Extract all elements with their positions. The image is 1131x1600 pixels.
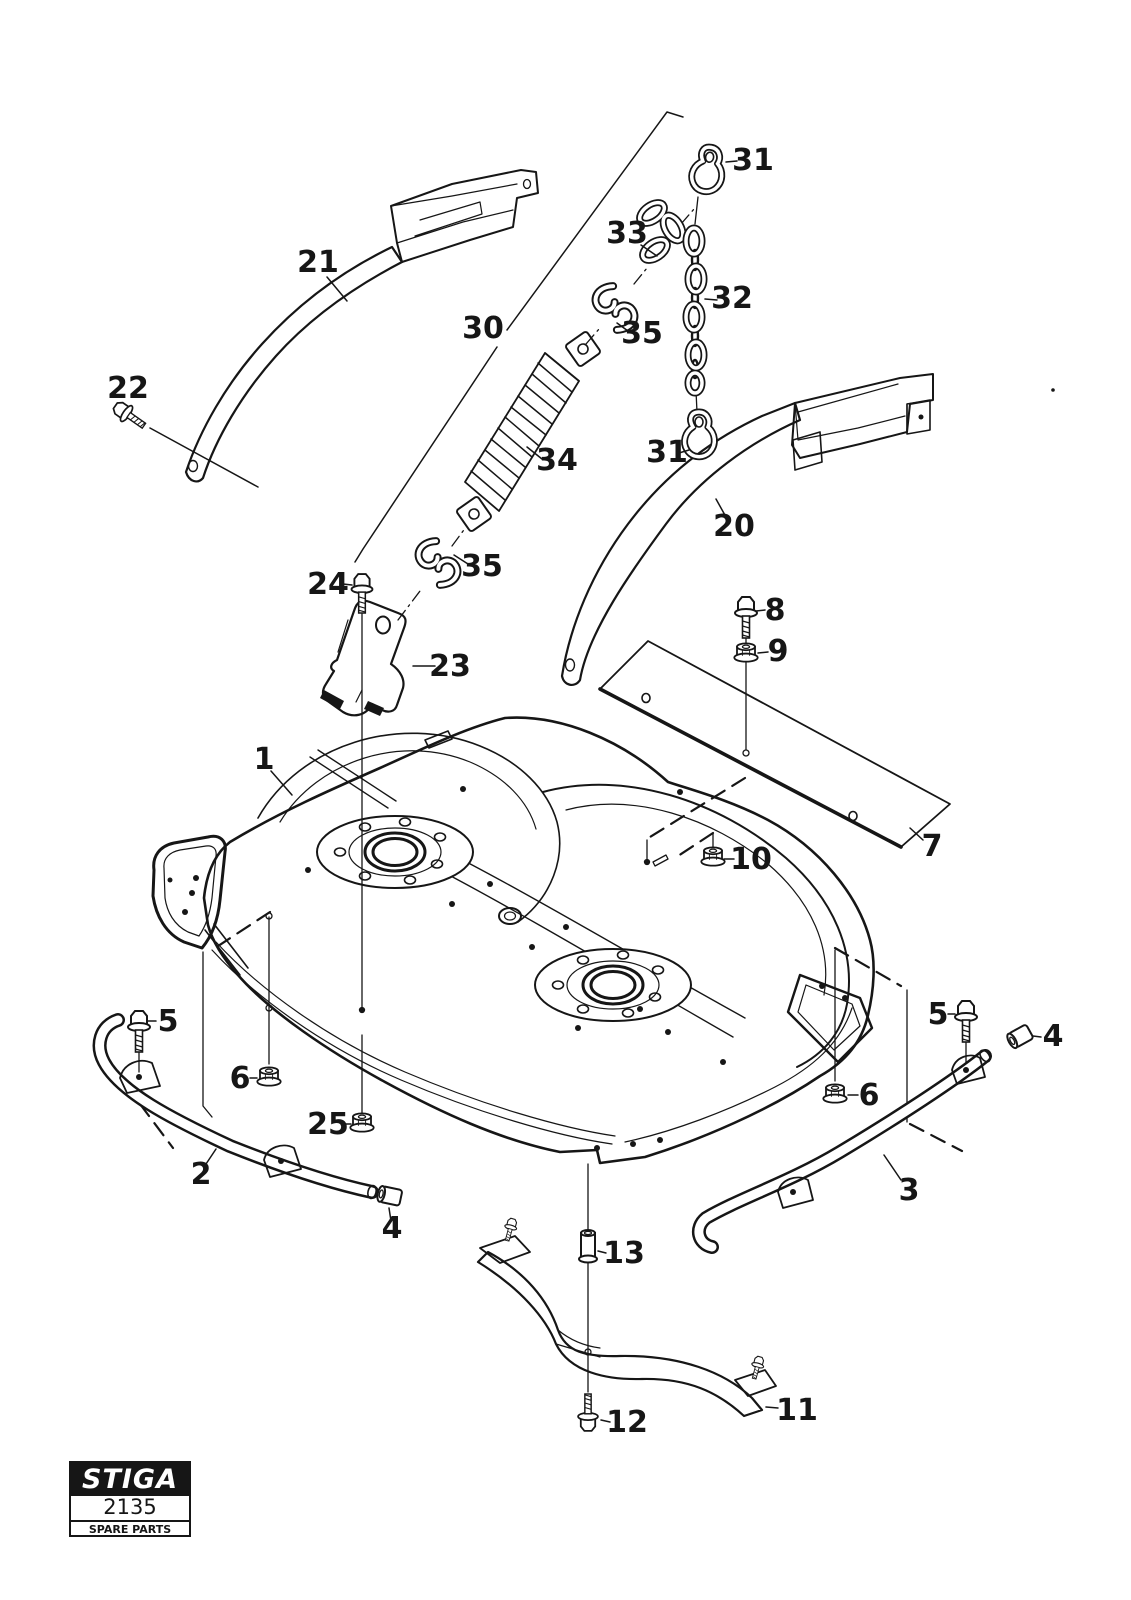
part-nut-6-right xyxy=(822,1083,848,1104)
callout-12: 12 xyxy=(606,1405,648,1440)
callout-31-bottom: 31 xyxy=(646,435,688,470)
callout-13: 13 xyxy=(603,1236,645,1271)
callout-21: 21 xyxy=(297,245,339,280)
part-rail-2 xyxy=(92,1013,379,1200)
deck-holes xyxy=(305,786,726,1151)
callout-25: 25 xyxy=(307,1107,349,1142)
part-hook-31-top xyxy=(689,145,726,194)
caption-banner xyxy=(69,1520,191,1537)
part-cap-4-right xyxy=(1004,1023,1035,1051)
part-bolt-5-left xyxy=(127,1010,151,1053)
callout-1: 1 xyxy=(254,742,275,777)
callout-33: 33 xyxy=(606,216,648,251)
callout-4-right: 4 xyxy=(1043,1019,1064,1054)
callout-10: 10 xyxy=(730,842,772,877)
callout-31-top: 31 xyxy=(732,143,774,178)
callout-30: 30 xyxy=(462,311,504,346)
part-nut-25 xyxy=(349,1112,375,1133)
model-text: 2135 xyxy=(103,1495,156,1519)
part-guard-plate xyxy=(598,640,951,849)
callout-24: 24 xyxy=(307,567,349,602)
part-bolt-5-right xyxy=(954,1000,978,1043)
part-lift-arm-right xyxy=(560,373,934,686)
model-banner xyxy=(69,1494,191,1522)
part-deflector-11 xyxy=(476,1216,777,1418)
brand-box: STIGA 2135 SPARE PARTS xyxy=(69,1461,191,1537)
part-spring-34 xyxy=(456,331,601,532)
callout-4-left: 4 xyxy=(382,1211,403,1246)
part-lift-arm-left xyxy=(184,169,539,483)
part-chain-32 xyxy=(682,224,708,397)
callout-7: 7 xyxy=(922,829,943,864)
callout-6-left: 6 xyxy=(230,1061,251,1096)
part-bracket-23 xyxy=(320,599,407,717)
print-speck xyxy=(1051,388,1055,392)
callout-2: 2 xyxy=(191,1157,212,1192)
part-nut-6-left xyxy=(256,1066,282,1087)
callout-5-right: 5 xyxy=(928,997,949,1032)
part-deck-shell xyxy=(151,716,875,1165)
callout-11: 11 xyxy=(776,1393,818,1428)
callouts: 21 22 30 33 31 32 35 34 31 20 35 24 23 8… xyxy=(107,143,1063,1440)
callout-34: 34 xyxy=(536,443,578,478)
leader-lines xyxy=(147,111,1042,1423)
part-rail-3 xyxy=(691,1049,992,1254)
callout-8: 8 xyxy=(765,593,786,628)
brand-logo-text: STIGA xyxy=(82,1464,178,1495)
callout-32: 32 xyxy=(711,281,753,316)
callout-5-left: 5 xyxy=(158,1004,179,1039)
callout-35-lower: 35 xyxy=(461,549,503,584)
part-bolt-12 xyxy=(577,1393,599,1432)
part-cap-4-left xyxy=(375,1184,404,1207)
callout-22: 22 xyxy=(107,371,149,406)
brand-banner xyxy=(69,1461,191,1496)
alignment-lines xyxy=(138,196,967,1393)
projection-ends xyxy=(643,832,714,867)
part-s-hook-lower-35 xyxy=(414,537,462,590)
projection-dashes xyxy=(138,776,964,1153)
part-links-33 xyxy=(636,199,687,264)
callout-35-upper: 35 xyxy=(621,316,663,351)
part-nut-10 xyxy=(700,846,726,867)
callout-6-right: 6 xyxy=(859,1078,880,1113)
callout-9: 9 xyxy=(768,634,789,669)
caption-text: SPARE PARTS xyxy=(89,1523,171,1536)
part-nut-9 xyxy=(733,642,759,663)
callout-23: 23 xyxy=(429,649,471,684)
callout-3: 3 xyxy=(899,1173,920,1208)
part-spacer-13 xyxy=(578,1229,598,1264)
part-hook-31-bottom xyxy=(685,412,715,457)
callout-20: 20 xyxy=(713,509,755,544)
part-bolt-8 xyxy=(734,596,758,639)
